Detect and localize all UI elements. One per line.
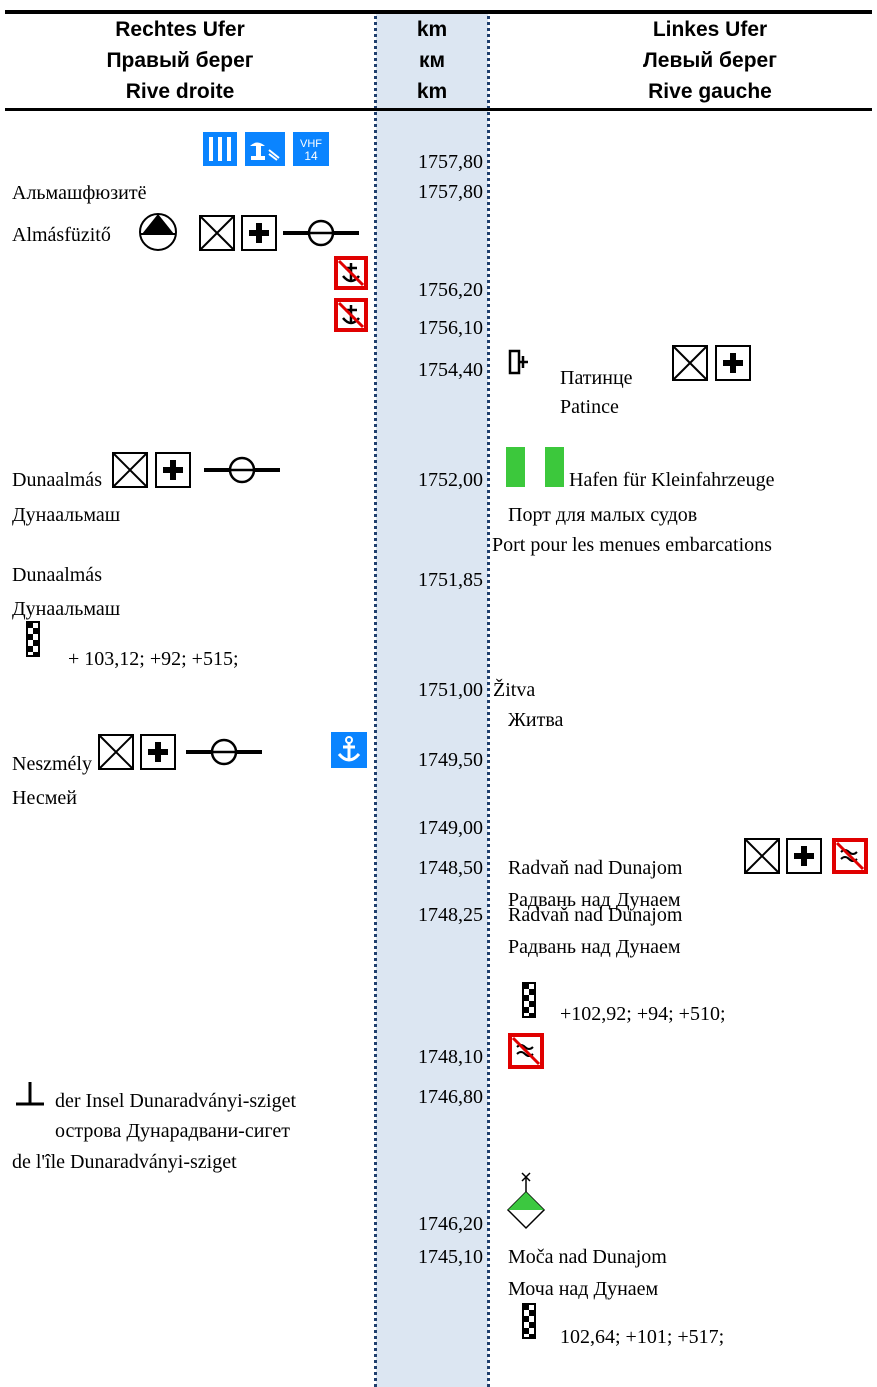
no-wash-sign-icon [508, 1033, 544, 1069]
km-value: 1748,10 [418, 1046, 483, 1068]
harbour-name-de: Hafen für Kleinfahrzeuge [569, 469, 775, 491]
fuel-pipeline-icon [204, 456, 280, 484]
km-value: 1756,10 [418, 317, 483, 339]
vhf-channel: 14 [304, 149, 318, 163]
place-radvan-ru: Радвань над Дунаем [508, 889, 681, 911]
fuel-pipeline-icon [186, 738, 262, 766]
post-office-icon [98, 734, 134, 770]
place-patince: Patince [560, 396, 619, 418]
km-value: 1746,20 [418, 1213, 483, 1235]
post-office-icon [112, 452, 148, 488]
ferry-landing-icon [139, 213, 177, 251]
place-zitva: Žitva [493, 679, 536, 701]
no-anchoring-sign-icon [334, 298, 368, 332]
header-bottom-rule [5, 108, 872, 111]
first-aid-icon [786, 838, 822, 874]
km-value: 1751,85 [418, 569, 483, 591]
first-aid-icon [140, 734, 176, 770]
km-value: 1751,00 [418, 679, 483, 701]
place-dunaalmas: Dunaalmás [12, 469, 102, 491]
post-office-icon [672, 345, 708, 381]
km-column-band [376, 10, 488, 1387]
no-wash-sign-icon [832, 838, 868, 874]
km-value: 1749,50 [418, 749, 483, 771]
place-patince-ru: Патинце [560, 367, 633, 389]
post-office-icon [199, 215, 235, 251]
water-gauge-reading: + 103,12; +92; +515; [68, 648, 239, 670]
km-value: 1757,80 [418, 151, 483, 173]
km-value: 1749,00 [418, 817, 483, 839]
place-dunaalmas: Dunaalmás [12, 564, 102, 586]
island-name-de: der Insel Dunaradványi-sziget [55, 1090, 297, 1112]
anchorage-sign-icon [331, 732, 367, 768]
island-name-ru: острова Дунарадвани-сигет [55, 1120, 290, 1142]
fuel-pipeline-icon [283, 219, 359, 247]
place-neszmely: Neszmély [12, 753, 92, 775]
km-column-right-border [487, 10, 490, 1387]
km-value: 1752,00 [418, 469, 483, 491]
place-radvan: Radvaň nad Dunajom [508, 904, 683, 926]
water-gauge-reading: 102,64; +101; +517; [560, 1326, 725, 1348]
km-value: 1746,80 [418, 1086, 483, 1108]
no-anchoring-sign-icon [334, 256, 368, 290]
place-zitva-ru: Житва [508, 709, 564, 731]
water-gauge-reading: +102,92; +94; +510; [560, 1003, 726, 1025]
header-top-rule [5, 10, 872, 14]
vhf-label: VHF [300, 138, 322, 150]
place-dunaalmas-ru: Дунаальмаш [12, 598, 121, 620]
water-gauge-icon [26, 621, 40, 657]
post-office-icon [744, 838, 780, 874]
first-aid-icon [155, 452, 191, 488]
place-neszmely-ru: Несмей [12, 787, 77, 809]
km-value: 1748,25 [418, 904, 483, 926]
first-aid-icon [241, 215, 277, 251]
green-buoy-icon [506, 1172, 546, 1230]
island-name-fr: de l'île Dunaradványi-sziget [12, 1151, 237, 1173]
km-value: 1757,80 [418, 181, 483, 203]
harbour-name-ru: Порт для малых судов [508, 504, 698, 526]
km-value: 1748,50 [418, 857, 483, 879]
landing-stage-icon [508, 349, 528, 375]
place-almasfuzito-ru: Альмашфюзитё [12, 182, 147, 204]
place-moca: Moča nad Dunajom [508, 1246, 667, 1268]
traffic-lights-sign-icon [203, 132, 237, 166]
radar-sign-icon [245, 132, 285, 166]
first-aid-icon [715, 345, 751, 381]
island-end-icon [16, 1082, 44, 1106]
water-gauge-icon [522, 1303, 536, 1339]
km-column-left-border [374, 10, 377, 1387]
km-value: 1745,10 [418, 1246, 483, 1268]
km-value: 1754,40 [418, 359, 483, 381]
km-value: 1756,20 [418, 279, 483, 301]
place-radvan: Radvaň nad Dunajom [508, 857, 683, 879]
place-almasfuzito: Almásfüzitő [12, 224, 111, 246]
place-moca-ru: Моча над Дунаем [508, 1278, 659, 1300]
vhf-channel-sign-icon: VHF 14 [293, 132, 329, 166]
place-dunaalmas-ru: Дунаальмаш [12, 504, 121, 526]
place-radvan-ru: Радвань над Дунаем [508, 936, 681, 958]
harbour-name-fr: Port pour les menues embarcations [492, 534, 772, 556]
small-craft-harbour-icon [506, 447, 564, 487]
water-gauge-icon [522, 982, 536, 1018]
